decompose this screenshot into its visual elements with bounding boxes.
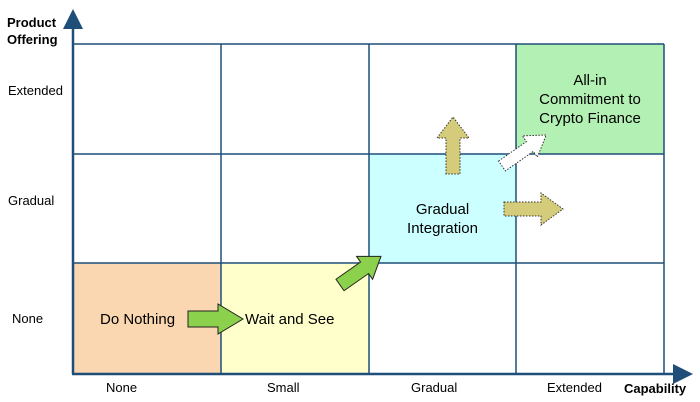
x-tick-extended: Extended [547, 380, 602, 395]
arrow-up-offering [435, 116, 471, 175]
stage-do-nothing: Do Nothing [100, 311, 176, 328]
y-axis-title-line2: Offering [7, 32, 58, 47]
cell-gradual-integration [369, 154, 516, 263]
x-tick-none: None [106, 380, 138, 395]
arrow-right-capability [503, 192, 564, 226]
stage-all-in: All-in Commitment to Crypto Finance [516, 71, 664, 128]
y-tick-extended: Extended [8, 83, 63, 98]
stage-all-in-line2: Commitment to [539, 91, 641, 108]
x-tick-small: Small [267, 380, 300, 395]
stage-gradual-line1: Gradual [415, 201, 470, 218]
y-axis-title-line1: Product [7, 15, 57, 30]
x-axis-title: Capability [624, 381, 687, 396]
stage-gradual-integration: Gradual Integration [369, 200, 516, 238]
stage-gradual-line2: Integration [407, 220, 478, 237]
y-tick-none: None [12, 311, 44, 326]
arrow-wait-to-gradual [335, 255, 382, 292]
stage-all-in-line1: All-in [573, 72, 607, 89]
arrow-to-all-in [497, 134, 547, 172]
x-tick-gradual: Gradual [411, 380, 458, 395]
stage-wait-and-see: Wait and See [245, 311, 335, 328]
y-axis-title: Product Offering [7, 14, 58, 48]
stage-all-in-line3: Crypto Finance [539, 110, 641, 127]
y-tick-gradual: Gradual [8, 193, 55, 208]
arrow-do-nothing-to-wait [187, 303, 244, 335]
